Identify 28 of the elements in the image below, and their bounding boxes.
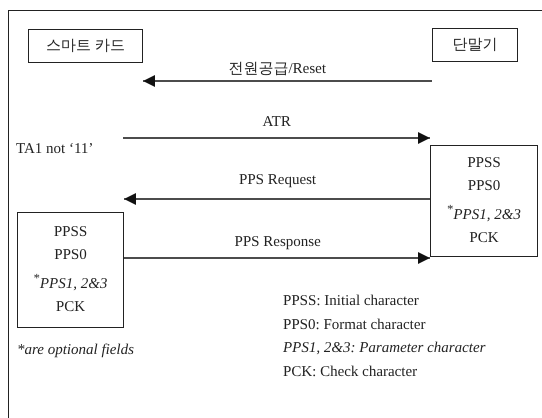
legend-text: PPS0: Format character [283,317,426,334]
field-name: PCK [469,229,499,248]
field-name: $^{*}$PPS1, 2&3 [34,270,108,294]
participant-name: 스마트 카드 [46,36,125,56]
field-name: PCK [56,298,86,317]
participant-box [28,29,143,63]
message-box [17,212,124,328]
condition-note: TA1 not ‘11’ [16,141,94,158]
arrow [143,75,432,87]
edge-label: PPS Response [234,234,321,251]
legend-text: PPS1, 2&3: Parameter character [283,340,486,357]
footnote: *are optional fields [17,342,134,359]
field-name: $^{*}$PPS1, 2&3 [447,201,521,225]
arrow [123,132,430,144]
arrow [124,252,430,264]
participant-name: 단말기 [452,36,498,54]
field-name: PPSS [54,223,88,242]
edge-label: ATR [262,114,291,131]
edge-label: 전원공급/Reset [228,60,326,78]
field-name: PPS0 [468,177,500,196]
arrow [124,193,430,205]
edge-label: PPS Request [239,172,316,189]
legend-text: PPSS: Initial character [283,293,419,310]
participant-box [432,28,518,62]
legend-text: PCK: Check character [283,364,418,381]
field-name: PPS0 [54,246,87,265]
message-box [430,145,538,257]
field-name: PPSS [467,154,501,173]
